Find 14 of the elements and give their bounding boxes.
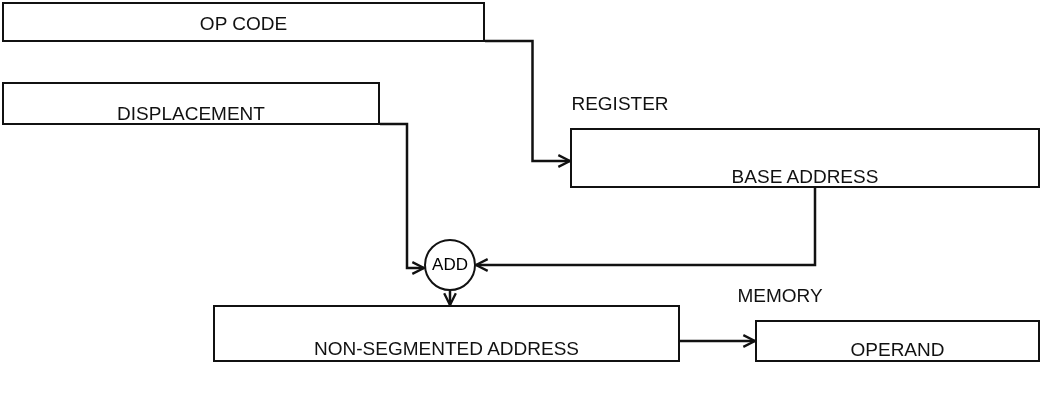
heading: MEMORY: [737, 285, 823, 307]
field-label: NON-SEGMENTED ADDRESS: [314, 338, 579, 360]
field-label: OPERAND: [850, 339, 945, 361]
field-label: OP CODE: [199, 13, 288, 35]
arrow: [380, 122, 426, 275]
arrow: [443, 291, 457, 307]
arrow: [680, 334, 757, 348]
field-label: DISPLACEMENT: [117, 103, 265, 125]
heading: REGISTER: [571, 93, 669, 115]
field-label: BASE ADDRESS: [731, 166, 879, 188]
arrow: [485, 39, 572, 168]
add-circle: [424, 239, 476, 291]
arrow: [474, 188, 817, 272]
node-label: ADD: [432, 255, 468, 275]
